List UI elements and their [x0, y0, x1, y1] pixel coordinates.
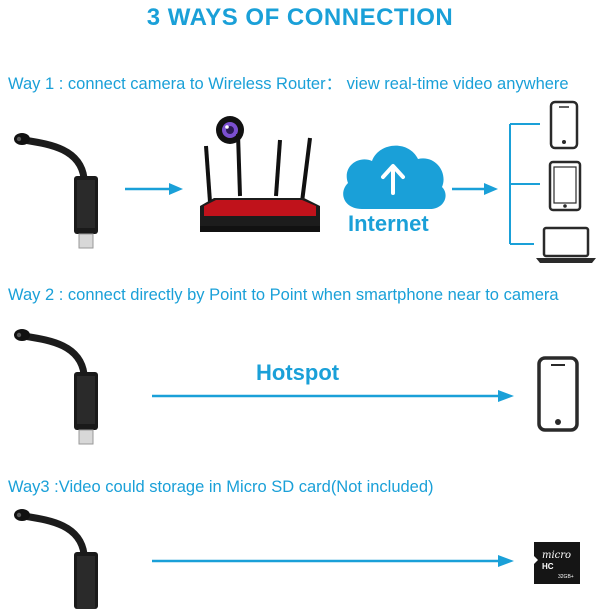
arrow-right-icon — [125, 183, 183, 195]
way-2-description: Way 2 : connect directly by Point to Poi… — [8, 286, 559, 304]
phone-icon — [537, 356, 579, 432]
internet-label: Internet — [348, 211, 429, 236]
sd-brand-text: micro — [542, 550, 572, 561]
hotspot-label: Hotspot — [256, 360, 340, 385]
usb-camera-icon — [14, 329, 98, 445]
arrow-right-icon — [152, 390, 514, 402]
phone-icon — [549, 100, 579, 150]
micro-sd-card-icon: micro HC 32GB+ — [532, 540, 582, 586]
arrow-right-icon — [452, 183, 498, 195]
usb-camera-icon — [14, 133, 98, 249]
tablet-icon — [548, 160, 582, 212]
page-title: 3 WAYS OF CONNECTION — [146, 4, 454, 31]
laptop-icon — [536, 226, 596, 263]
way-3-description: Way3 :Video could storage in Micro SD ca… — [8, 478, 434, 496]
way-1-description: Way 1 : connect camera to Wireless Route… — [8, 75, 569, 93]
sd-hc-text: HC — [542, 562, 554, 571]
sd-card-shape — [534, 542, 580, 584]
branch-connector — [509, 123, 540, 245]
sd-capacity-text: 32GB+ — [558, 574, 574, 580]
cloud-icon — [343, 145, 446, 209]
usb-camera-icon — [14, 509, 98, 609]
wireless-router-icon — [200, 116, 320, 232]
arrow-right-icon — [152, 555, 514, 567]
